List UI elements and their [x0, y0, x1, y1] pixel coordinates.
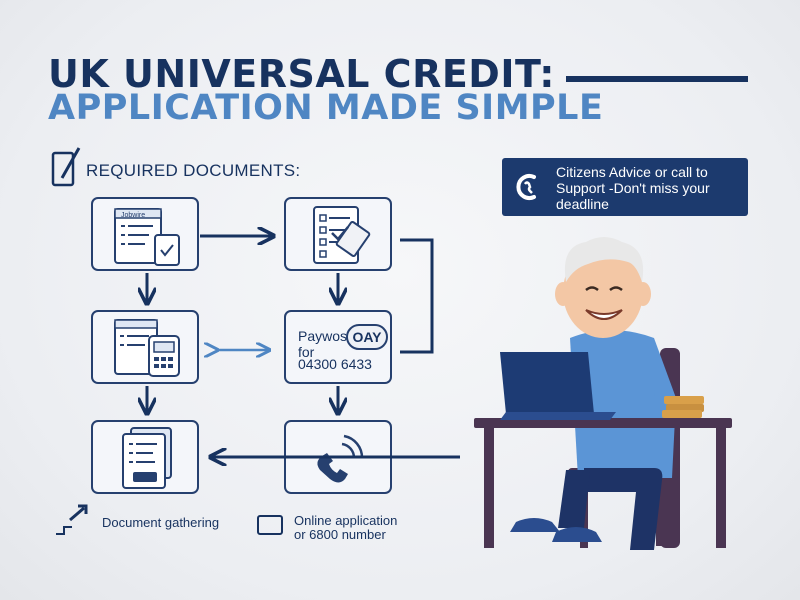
advice-text: Citizens Advice or call to Support -Don'…	[556, 164, 710, 212]
node-submit	[91, 420, 199, 494]
legend-online-icon	[257, 515, 283, 535]
node-checklist	[284, 197, 392, 271]
phone-call-icon	[317, 434, 364, 483]
node-form: Jobwire	[91, 197, 199, 271]
form-tag: Jobwire	[121, 212, 145, 219]
edit-document-icon	[51, 147, 81, 187]
form-and-phone-icon: Jobwire	[114, 208, 180, 266]
legend-document-gathering: Document gathering	[102, 515, 220, 530]
payment-bubble: OAY	[346, 324, 388, 350]
node-payment	[284, 310, 392, 384]
id-documents-icon	[114, 319, 180, 377]
advice-box: Citizens Advice or call to Support -Don'…	[502, 158, 748, 216]
legend-online-application: Online application or 6800 number	[294, 513, 398, 542]
title-line-1: UK UNIVERSAL CREDIT:	[48, 52, 556, 96]
legend-gathering-icon	[56, 504, 88, 535]
title-underline	[566, 76, 748, 82]
checklist-icon	[313, 206, 371, 264]
phone-c-icon	[516, 174, 536, 200]
payment-text: Paywosk for	[298, 328, 355, 360]
title-line-2: APPLICATION MADE SIMPLE	[48, 88, 604, 128]
required-documents-label: REQUIRED DOCUMENTS:	[86, 161, 301, 180]
payment-phone-number: 04300 6433	[298, 356, 372, 372]
connector-right-loop	[400, 238, 434, 354]
node-id-documents	[91, 310, 199, 384]
document-stack-icon	[122, 427, 172, 489]
node-phone-call	[284, 420, 392, 494]
